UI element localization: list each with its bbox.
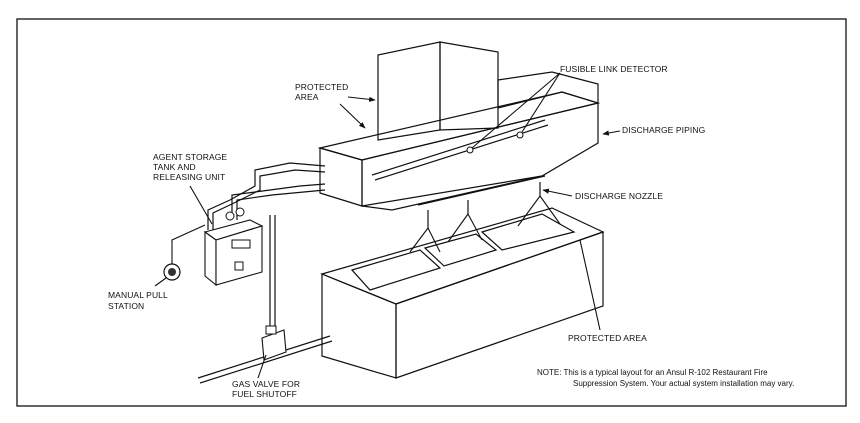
label-fusible-link-detector: FUSIBLE LINK DETECTOR	[560, 64, 668, 74]
manual-pull-station	[163, 263, 181, 281]
label-gas-valve-line2: FUEL SHUTOFF	[232, 389, 297, 399]
label-gas-valve-line1: GAS VALVE FOR	[232, 379, 300, 389]
diagram-border	[16, 18, 847, 407]
hood-front	[319, 147, 363, 207]
fusible-link-detector	[466, 146, 474, 154]
fryer-well-1	[350, 249, 442, 291]
leader-lines	[154, 72, 621, 379]
hood-top	[317, 91, 601, 161]
exhaust-duct	[377, 41, 441, 141]
agent-storage-tank	[203, 207, 264, 287]
label-protected-area-top-line1: PROTECTED	[295, 82, 348, 92]
label-protected-area-bottom: PROTECTED AREA	[568, 333, 647, 343]
fryer-well-2	[423, 233, 498, 267]
label-discharge-nozzle: DISCHARGE NOZZLE	[575, 191, 663, 201]
label-manual-pull-line1: MANUAL PULL	[108, 290, 168, 300]
note-line2: Suppression System. Your actual system i…	[573, 379, 794, 388]
label-protected-area-top-line2: AREA	[295, 92, 319, 102]
discharge-piping	[171, 119, 561, 384]
label-agent-storage-line3: RELEASING UNIT	[153, 172, 225, 182]
exhaust-hood	[317, 41, 601, 211]
note-line1: NOTE: This is a typical layout for an An…	[537, 368, 768, 377]
cooking-appliance	[320, 207, 605, 379]
griddle-surface	[480, 213, 576, 251]
label-manual-pull-line2: STATION	[108, 301, 144, 311]
gas-valve	[261, 325, 287, 361]
label-discharge-piping: DISCHARGE PIPING	[622, 125, 705, 135]
label-agent-storage-line2: TANK AND	[153, 162, 196, 172]
label-agent-storage-line1: AGENT STORAGE	[153, 152, 227, 162]
